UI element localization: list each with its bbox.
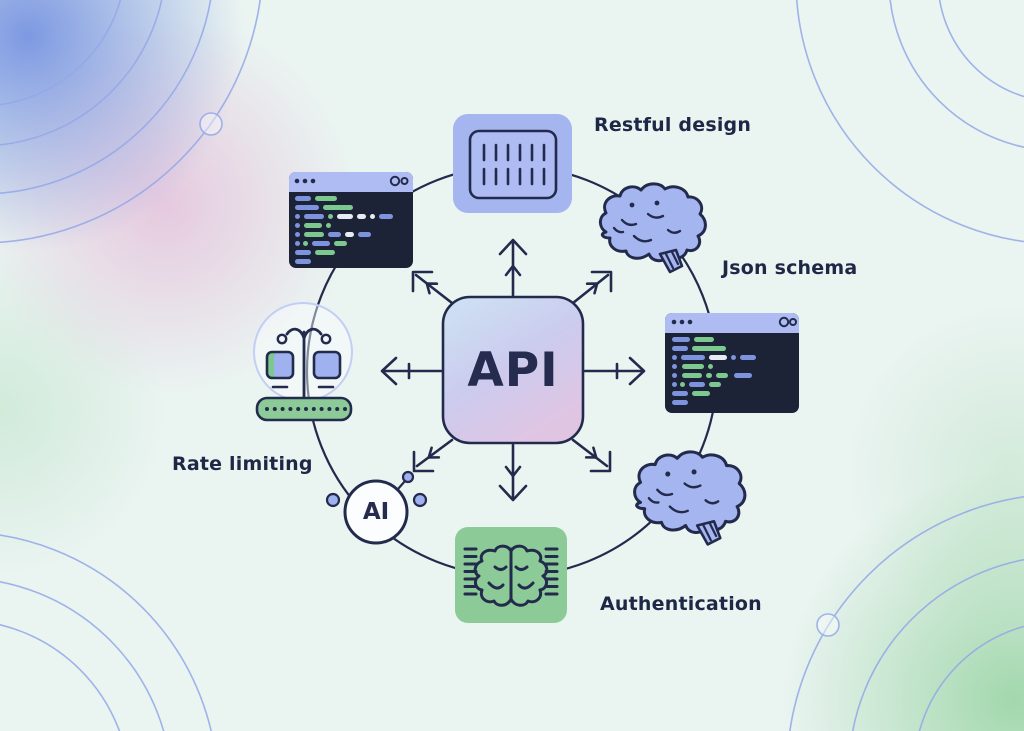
- ai-circle-icon: [325, 470, 428, 545]
- label-rate-limiting: Rate limiting: [172, 453, 313, 475]
- arrow-down-left-icon: [412, 438, 454, 473]
- arrow-up-icon: [498, 238, 528, 297]
- arrow-down-icon: [498, 443, 528, 502]
- code-window-icon: [665, 313, 799, 413]
- brain-icon: [633, 450, 747, 546]
- brain-chip-icon: [455, 527, 567, 623]
- arrow-left-icon: [380, 356, 443, 386]
- code-lines: [295, 196, 393, 264]
- arrow-up-left-icon: [411, 270, 454, 305]
- label-authentication: Authentication: [600, 593, 762, 615]
- arc-node-circle: [816, 613, 840, 637]
- brain-icon: [598, 182, 707, 274]
- arrow-down-right-icon: [571, 438, 612, 473]
- radiating-arrows: [380, 238, 646, 502]
- code-lines: [672, 337, 756, 405]
- api-box: [441, 295, 585, 445]
- arrow-up-right-icon: [571, 270, 613, 305]
- label-json-schema: Json schema: [722, 257, 858, 279]
- arrow-right-icon: [583, 356, 646, 386]
- arc-node-circle: [199, 112, 223, 136]
- label-restful-design: Restful design: [594, 114, 752, 136]
- balance-scale-icon: [253, 302, 353, 422]
- server-chip-icon: [453, 114, 572, 213]
- code-window-icon: [289, 172, 413, 268]
